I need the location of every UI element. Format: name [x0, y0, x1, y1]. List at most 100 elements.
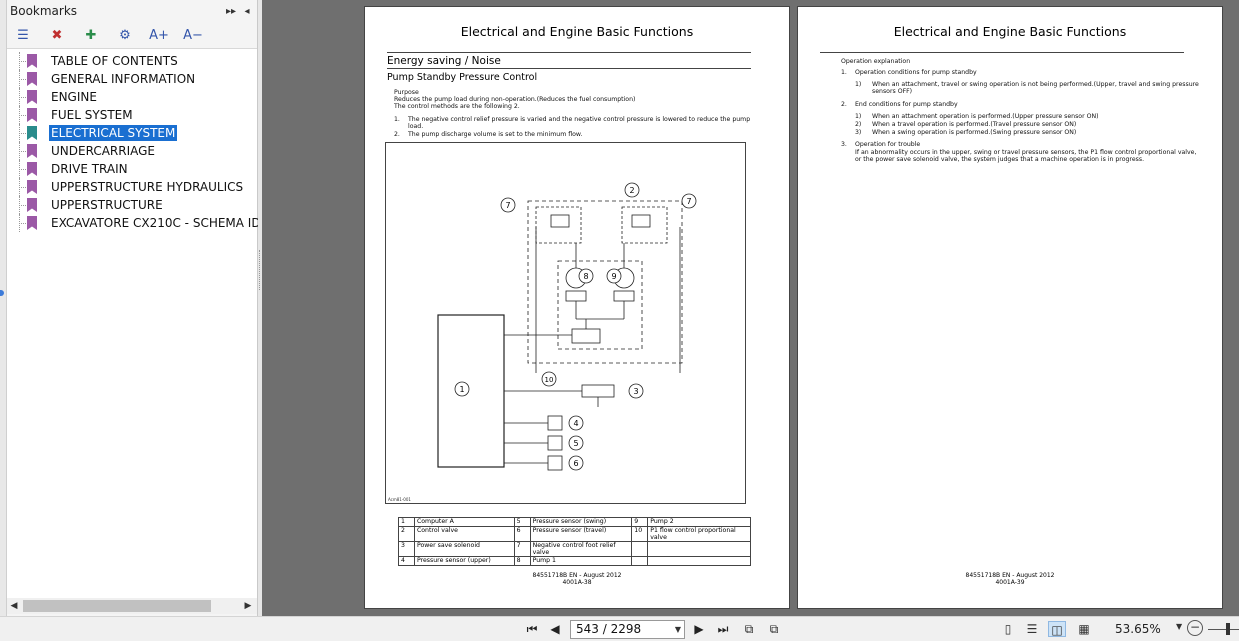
options-icon[interactable]: ☰: [17, 27, 29, 43]
bookmark-icon: [27, 90, 37, 104]
method-text: The negative control relief pressure is …: [408, 116, 751, 130]
legend-number: [631, 556, 649, 566]
bookmark-icon: [27, 162, 37, 176]
expand-panel-icon[interactable]: ▸▸: [225, 5, 237, 17]
bookmark-icon: [27, 216, 37, 230]
diagram-label: 3: [633, 387, 638, 396]
zoom-slider-handle[interactable]: [1226, 623, 1230, 635]
legend-number: [631, 541, 649, 557]
section-title: Operation conditions for pump standby: [855, 69, 977, 76]
page-dropdown-icon[interactable]: ▼: [674, 625, 681, 634]
bookmark-item[interactable]: UPPERSTRUCTURE HYDRAULICS: [19, 178, 245, 196]
section-number: 3.: [841, 141, 847, 148]
bookmark-item[interactable]: UNDERCARRIAGE: [19, 142, 157, 160]
legend-number: 6: [513, 526, 531, 542]
bookmark-label: UPPERSTRUCTURE: [51, 198, 163, 212]
bookmark-item[interactable]: FUEL SYSTEM: [19, 106, 135, 124]
scroll-left-icon[interactable]: ◀: [10, 601, 18, 611]
item-text: When a travel operation is performed.(Tr…: [872, 121, 1077, 128]
page-number-input[interactable]: 543 / 2298 ▼: [570, 620, 685, 639]
figure-code: Acm81-001: [388, 497, 411, 502]
page-header: Electrical and Engine Basic Functions: [893, 24, 1127, 39]
continuous-icon[interactable]: ☰: [1026, 622, 1038, 636]
legend-description: Pressure sensor (upper): [413, 556, 515, 566]
panel-splitter[interactable]: [258, 0, 262, 616]
legend-description: [647, 541, 751, 557]
section-title: End conditions for pump standby: [855, 101, 958, 108]
legend-description: Power save solenoid: [413, 541, 515, 557]
zoom-out-icon[interactable]: −: [1187, 620, 1203, 636]
bookmark-item[interactable]: ELECTRICAL SYSTEM: [19, 124, 178, 142]
section-title: Operation for trouble: [855, 141, 921, 148]
document-view[interactable]: Electrical and Engine Basic Functions En…: [262, 0, 1239, 616]
next-view-icon[interactable]: ⧉: [769, 622, 779, 636]
diagram-label: 2: [629, 186, 634, 195]
legend-description: [647, 556, 751, 566]
bookmark-item[interactable]: UPPERSTRUCTURE: [19, 196, 165, 214]
item-text: When an attachment operation is performe…: [872, 113, 1099, 120]
first-page-icon[interactable]: ⏮: [526, 622, 538, 636]
method-text: The pump discharge volume is set to the …: [408, 131, 583, 138]
zoom-dropdown-icon[interactable]: ▼: [1176, 622, 1183, 631]
bookmark-label: ELECTRICAL SYSTEM: [49, 125, 178, 141]
diagram-label: 9: [611, 272, 616, 281]
page-left: Electrical and Engine Basic Functions En…: [364, 6, 790, 609]
bookmark-item[interactable]: DRIVE TRAIN: [19, 160, 130, 178]
bookmark-properties-icon[interactable]: ⚙: [119, 27, 131, 43]
increase-text-size-icon[interactable]: A+: [149, 27, 169, 43]
bookmark-icon: [27, 144, 37, 158]
decrease-text-size-icon[interactable]: A−: [183, 27, 203, 43]
footer-page-number: 4001A-39: [995, 578, 1025, 586]
bookmarks-horizontal-scrollbar[interactable]: ◀ ▶: [7, 598, 257, 614]
legend-description: Negative control foot relief valve: [529, 541, 633, 557]
legend-number: 1: [398, 517, 415, 527]
bookmark-icon: [27, 54, 37, 68]
bookmarks-title: Bookmarks: [10, 4, 78, 18]
bookmark-item[interactable]: EXCAVATORE CX210C - SCHEMA IDRA: [19, 214, 279, 232]
bookmark-item[interactable]: ENGINE: [19, 88, 99, 106]
single-page-icon[interactable]: ▯: [1004, 622, 1012, 636]
legend-description: Pressure sensor (travel): [529, 526, 633, 542]
legend-number: 7: [513, 541, 531, 557]
section-body: If an abnormality occurs in the upper, s…: [855, 149, 1197, 163]
facing-icon[interactable]: ◫: [1048, 621, 1066, 637]
next-page-icon[interactable]: ▶: [694, 622, 704, 636]
diagram-label: 5: [573, 439, 578, 448]
page-footer: 84551718B EN - August 2012 4001A-38: [365, 572, 789, 586]
previous-view-icon[interactable]: ⧉: [744, 622, 754, 636]
left-navigation-strip: [0, 0, 7, 641]
delete-bookmark-icon[interactable]: ✖: [51, 27, 63, 43]
last-page-icon[interactable]: ⏭: [717, 622, 729, 636]
scrollbar-thumb[interactable]: [23, 600, 211, 612]
legend-number: 8: [513, 556, 531, 566]
item-number: 2): [855, 121, 862, 128]
purpose-line: Reduces the pump load during non-operati…: [394, 96, 636, 103]
bookmark-item[interactable]: TABLE OF CONTENTS: [19, 52, 180, 70]
bookmark-label: FUEL SYSTEM: [51, 108, 133, 122]
previous-page-icon[interactable]: ◀: [550, 622, 560, 636]
page-header: Electrical and Engine Basic Functions: [460, 24, 694, 39]
legend-number: 10: [631, 526, 649, 542]
item-text: When an attachment, travel or swing oper…: [872, 81, 1199, 95]
bookmarks-panel: Bookmarks ▸▸ ◂ ☰ ✖ ✚ ⚙ A+ A− TABLE OF CO…: [7, 0, 277, 616]
bookmark-label: EXCAVATORE CX210C - SCHEMA IDRA: [51, 216, 277, 230]
bookmarks-header: Bookmarks ▸▸ ◂: [7, 0, 257, 22]
zoom-level[interactable]: 53.65%: [1115, 622, 1161, 636]
collapse-panel-icon[interactable]: ◂: [244, 5, 250, 17]
legend-description: Pump 2: [647, 517, 751, 527]
diagram-label: 1: [459, 385, 464, 394]
hydraulic-schematic-diagram: 1 2 3 4 5 6 7 7 8 9 10 Acm81-001: [385, 142, 746, 504]
method-number: 2.: [394, 131, 400, 138]
new-bookmark-icon[interactable]: ✚: [85, 27, 97, 43]
legend-number: 9: [631, 517, 649, 527]
bookmark-label: GENERAL INFORMATION: [51, 72, 196, 86]
bookmark-label: UNDERCARRIAGE: [51, 144, 156, 158]
continuous-facing-icon[interactable]: ▦: [1078, 622, 1090, 636]
zoom-slider[interactable]: [1208, 629, 1239, 630]
scroll-right-icon[interactable]: ▶: [244, 601, 252, 611]
bookmark-item[interactable]: GENERAL INFORMATION: [19, 70, 197, 88]
bookmark-icon: [27, 198, 37, 212]
bookmark-icon: [27, 108, 37, 122]
